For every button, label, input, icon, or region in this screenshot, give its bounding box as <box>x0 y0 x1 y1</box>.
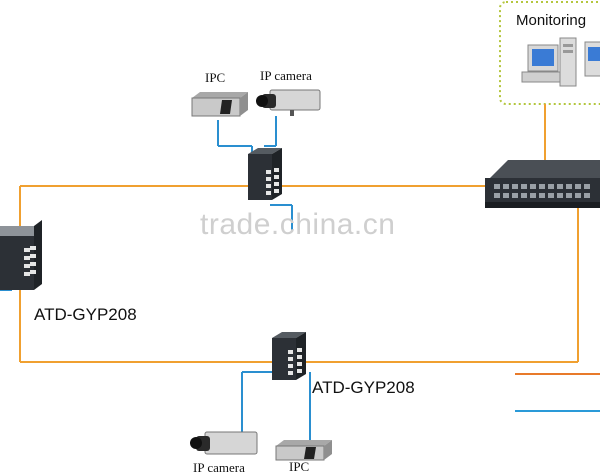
ipc-device-icon <box>191 92 248 117</box>
bottom-camera-label: IP camera <box>193 460 245 475</box>
workstation-icon <box>584 41 600 77</box>
bottom-switch-label: ATD-GYP208 <box>312 378 415 397</box>
top-ipc-label: IPC <box>205 70 226 85</box>
industrial-switch-icon <box>0 220 42 290</box>
left-switch-label: ATD-GYP208 <box>34 305 137 324</box>
top-camera-label: IP camera <box>260 68 312 83</box>
ip-camera-icon <box>256 89 321 116</box>
workstation-icon <box>521 37 577 87</box>
monitoring-zone <box>499 1 600 105</box>
watermark-text: trade.china.cn <box>200 208 396 241</box>
ipc-device-icon <box>275 440 332 461</box>
ip-camera-icon <box>190 431 258 455</box>
industrial-switch-icon <box>272 332 306 380</box>
industrial-switch-icon <box>248 148 282 200</box>
bottom-ipc-label: IPC <box>289 459 310 474</box>
rack-switch-icon <box>485 160 600 208</box>
monitoring-label: Monitoring <box>516 12 587 29</box>
